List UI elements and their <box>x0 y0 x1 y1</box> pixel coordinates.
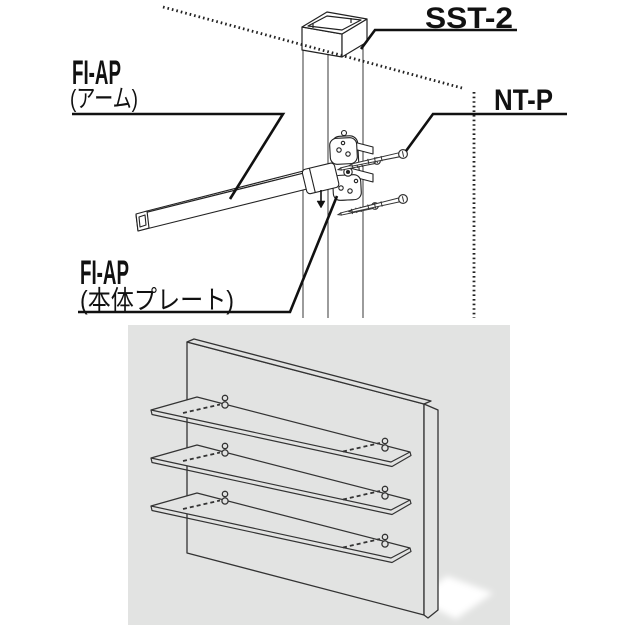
shelf-clip-drawing <box>342 533 389 549</box>
leader-arm <box>72 112 286 200</box>
leader-ntp <box>404 112 567 152</box>
label-plate-code: FI-AP <box>80 254 129 292</box>
arm-drawing <box>135 166 320 232</box>
label-plate-note: (本体プレート) <box>80 285 234 315</box>
screws-drawing <box>336 149 409 216</box>
shelf-drawing <box>150 442 412 516</box>
shelf-clip-drawing <box>182 490 229 510</box>
leader-plate <box>78 195 339 314</box>
shelf-drawing <box>150 490 412 564</box>
arm-coupler <box>301 162 340 195</box>
label-ntp: NT-P <box>494 84 553 117</box>
part-labels: SST-2 FI-AP (アーム) NT-P FI-AP (本体プレート) <box>70 2 553 315</box>
shelf-installation-illustration <box>128 325 510 625</box>
set-screw-arrow <box>316 190 326 209</box>
screw-drawing <box>347 194 409 213</box>
label-arm-note: (アーム) <box>70 85 138 113</box>
shelf-clip-drawing <box>182 394 229 414</box>
shelf-drawing <box>150 394 412 468</box>
leader-sst2 <box>359 28 517 50</box>
shelf-clip-drawing <box>182 442 229 462</box>
screw-drawing <box>347 149 409 167</box>
plate-top-tab <box>329 129 358 165</box>
shelf-clip-drawing <box>342 485 389 501</box>
exploded-installation-diagram: SST-2 FI-AP (アーム) NT-P FI-AP (本体プレート) <box>70 2 567 318</box>
label-sst2: SST-2 <box>425 2 513 35</box>
shelves-drawing <box>150 394 412 564</box>
shelf-clip-drawing <box>342 437 389 453</box>
label-arm-code: FI-AP <box>72 54 121 92</box>
wall-edge-dotted-lines <box>162 5 476 318</box>
label-leader-lines <box>72 28 567 314</box>
